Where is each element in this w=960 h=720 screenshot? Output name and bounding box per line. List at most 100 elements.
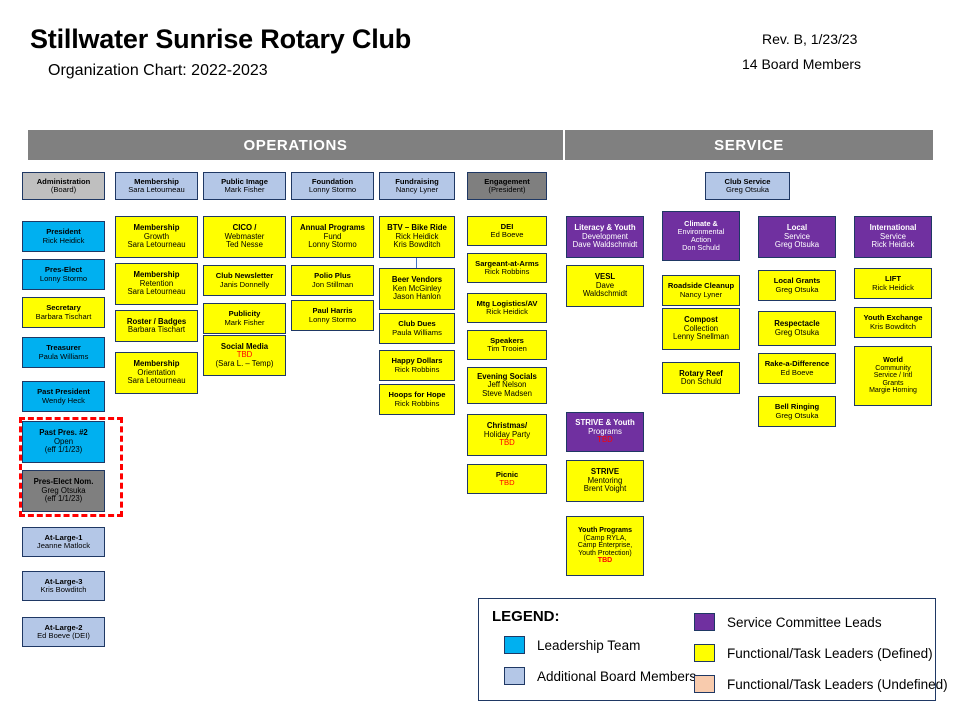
column-header-engagement[interactable]: Engagement(President) — [467, 172, 547, 200]
column-header-administration[interactable]: Administration(Board) — [22, 172, 105, 200]
node-administration-3-line-2: Barbara Tischart — [35, 311, 92, 321]
column-header-fundraising-line-1: Fundraising — [395, 176, 439, 186]
node-fundraising-2-line-3: Jason Hanlon — [393, 292, 441, 302]
node-local_service-3-line-2: Greg Otsuka — [774, 327, 820, 337]
legend-swatch-yellow — [694, 644, 715, 662]
node-climate-4-line-1: Rotary Reef — [679, 368, 723, 378]
column-header-club_service-line-1: Club Service — [724, 176, 771, 186]
node-membership-1-line-3: Sara Letourneau — [127, 240, 186, 250]
legend-item-5: Functional/Task Leaders (Undefined) — [694, 675, 948, 693]
node-membership-1-line-2: Growth — [143, 231, 170, 241]
legend-item-3: Service Committee Leads — [694, 613, 882, 631]
node-literacy-5-line-2: (Camp RYLA, — [583, 534, 627, 542]
node-literacy-4-line-2: Mentoring — [587, 475, 623, 485]
node-international_service-4-line-2: Community — [875, 364, 911, 372]
node-literacy-3-line-1: STRIVE & Youth — [575, 418, 635, 428]
node-literacy-5[interactable]: Youth Programs(Camp RYLA,Camp Enterprise… — [566, 516, 644, 576]
node-public_image-4-line-2: TBD — [236, 350, 253, 360]
node-fundraising-2-line-2: Ken McGinley — [392, 283, 442, 293]
node-climate-3-line-2: Collection — [683, 323, 719, 333]
node-literacy-1-line-2: Development — [582, 231, 628, 241]
node-engagement-3-line-1: Mtg Logistics/AV — [476, 298, 538, 308]
node-administration-1-line-2: Rick Heidick — [42, 235, 85, 245]
node-administration-7-line-1: Pres-Elect Nom. — [33, 477, 94, 487]
node-local_service-1-line-3: Greg Otsuka — [774, 240, 820, 250]
page-subtitle: Organization Chart: 2022-2023 — [48, 62, 268, 79]
legend-swatch-purple — [694, 613, 715, 631]
column-header-membership-line-2: Sara Letourneau — [128, 185, 185, 194]
node-public_image-1-line-1: CICO / — [232, 223, 257, 233]
node-literacy-2-line-3: Waldschmidt — [582, 289, 628, 299]
node-administration-5-line-2: Wendy Heck — [42, 395, 85, 405]
node-administration-10-line-2: Ed Boeve (DEI) — [37, 631, 90, 640]
node-foundation-1-line-1: Annual Programs — [300, 223, 365, 233]
node-engagement-2-line-1: Sargeant-at-Arms — [475, 258, 539, 268]
node-local_service-3-line-1: Respectacle — [774, 319, 820, 329]
node-administration-3-line-1: Secretary — [46, 303, 81, 313]
section-banner-service: SERVICE — [565, 130, 933, 160]
node-membership-3-line-2: Barbara Tischart — [127, 325, 186, 334]
node-engagement-1-line-1: DEI — [500, 221, 514, 231]
node-administration-7[interactable]: Pres-Elect Nom.Greg Otsuka(eff 1/1/23) — [22, 470, 105, 512]
node-literacy-3-line-2: Programs — [588, 426, 622, 436]
legend-swatch-blue — [504, 636, 525, 654]
legend-item-2: Additional Board Members — [504, 667, 696, 685]
node-literacy-2-line-2: Dave — [595, 280, 615, 290]
node-international_service-2-line-1: LIFT — [884, 274, 902, 284]
